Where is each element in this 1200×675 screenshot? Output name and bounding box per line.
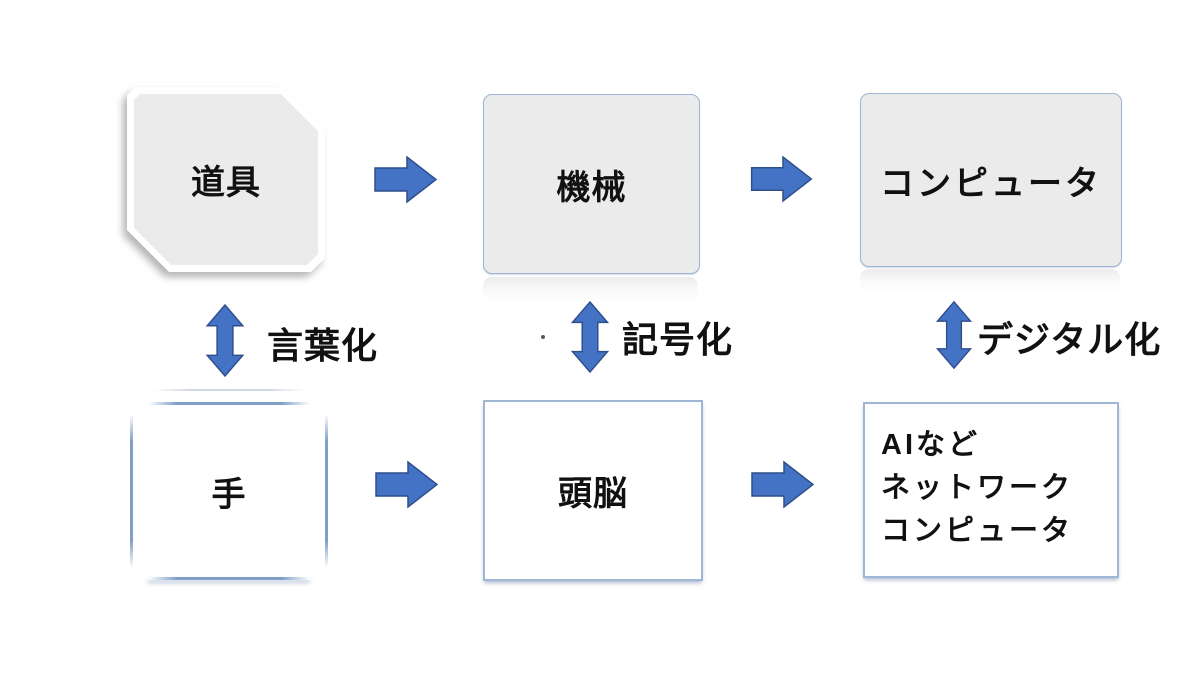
up-down-arrow-icon-symbolization	[570, 300, 610, 374]
ai-box-line-2: ネットワーク	[881, 472, 1074, 504]
machine-box-label: 機械	[556, 168, 627, 207]
digitization-label: デジタル化	[977, 319, 1162, 360]
ai-box-line-1: AIなど	[881, 429, 981, 461]
hand-box-border-bottom	[147, 577, 311, 580]
right-arrow-icon-machine-to-computer	[750, 155, 813, 203]
stray-period-mark	[541, 335, 545, 339]
up-down-arrow-icon-verbalization	[205, 303, 245, 378]
ai-box: AIなど ネットワーク コンピュータ	[863, 402, 1119, 578]
tool-box-fill: 道具	[134, 94, 318, 265]
up-down-arrow-icon-digitization	[935, 300, 973, 370]
hand-box-border-left	[130, 414, 133, 568]
symbolization-label: 記号化	[622, 319, 734, 360]
computer-box-reflection	[860, 269, 1120, 299]
machine-box: 機械	[483, 94, 700, 274]
brain-box-label: 頭脳	[558, 475, 628, 513]
tool-box-label: 道具	[191, 164, 261, 202]
hand-box-echo-line	[153, 389, 305, 391]
hand-box-label: 手	[211, 475, 247, 514]
computer-box: コンピュータ	[860, 93, 1122, 267]
right-arrow-icon-hand-to-brain	[375, 460, 439, 509]
verbalization-label: 言葉化	[267, 325, 379, 366]
hand-box-border-right	[325, 414, 328, 568]
tool-box: 道具	[127, 87, 325, 272]
hand-box-border-top	[147, 402, 311, 405]
hand-box: 手	[130, 389, 328, 580]
ai-box-line-3: コンピュータ	[881, 515, 1074, 547]
right-arrow-icon-tool-to-machine	[374, 155, 438, 204]
brain-box: 頭脳	[483, 400, 703, 581]
computer-box-label: コンピュータ	[880, 164, 1102, 203]
right-arrow-icon-brain-to-ai	[751, 460, 815, 509]
